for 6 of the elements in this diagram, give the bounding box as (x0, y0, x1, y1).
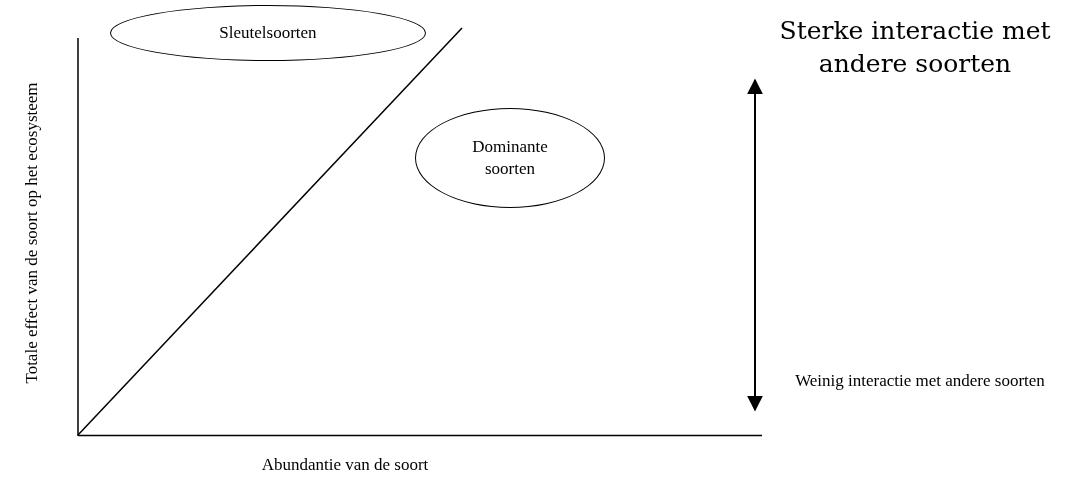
scale-label: Sterke interactie met andere soorten (778, 15, 1052, 80)
node-label: Sleutelsoorten (219, 22, 317, 44)
y-axis-label: Totale effect van de soort op het ecosysteem (21, 81, 42, 386)
x-axis-label: Abundantie van de soort (260, 454, 430, 476)
scale-label: Weinig interactie met andere soorten (794, 370, 1046, 392)
node-label: Dominante soorten (471, 136, 549, 180)
